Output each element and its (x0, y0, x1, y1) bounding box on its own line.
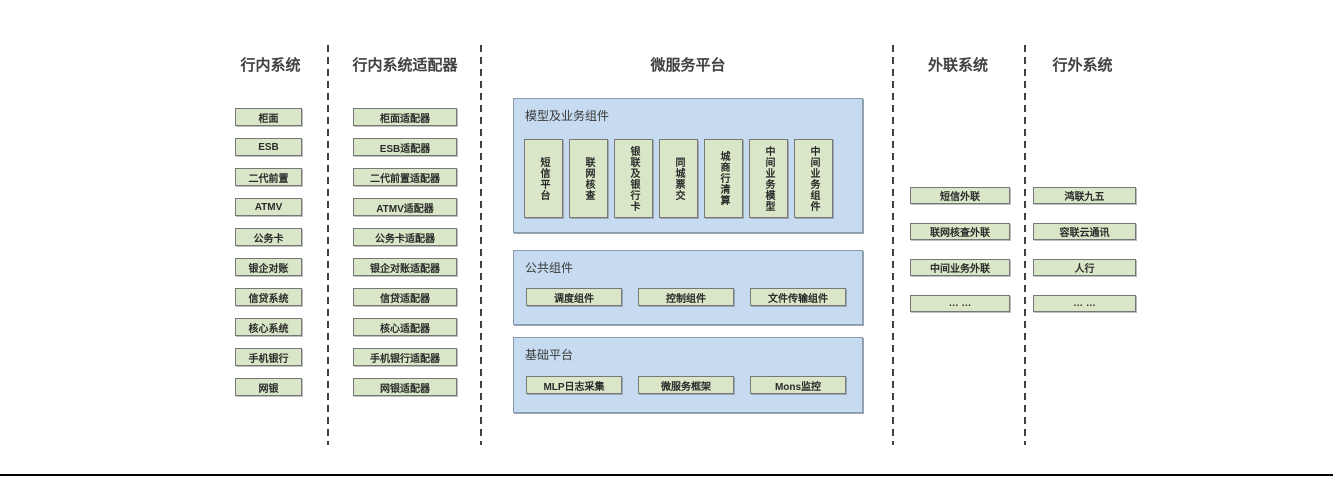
column-divider-4 (1024, 45, 1026, 445)
column-header-outside-systems: 行外系统 (1052, 57, 1113, 74)
system-box: 手机银行适配器 (353, 348, 457, 366)
system-box: 短信外联 (910, 187, 1010, 204)
component-box: 调度组件 (526, 288, 622, 306)
component-box: 控制组件 (638, 288, 734, 306)
panel-items-2: MLP日志采集微服务框架 Mons监控 (526, 376, 846, 394)
system-box: ATMV适配器 (353, 198, 457, 216)
system-box: 银企对账适配器 (353, 258, 457, 276)
panel-title: 基础平台 (525, 348, 574, 362)
system-box: 公务卡适配器 (353, 228, 457, 246)
system-box: … … (1033, 295, 1136, 312)
panel-base-platform: 基础平台 MLP日志采集微服务框架 Mons监控 (513, 337, 863, 413)
component-box: 联网核查 (569, 139, 608, 218)
component-box: Mons监控 (750, 376, 846, 394)
component-box: 城商行清算 (704, 139, 743, 218)
column-items-1: 柜面适配器 ESB适配器二代前置适配器 ATMV适配器公务卡适配器银企对账适配器信贷… (353, 108, 457, 396)
panel-title: 模型及业务组件 (525, 109, 610, 123)
panel-items-1: 调度组件控制组件文件传输组件 (526, 288, 846, 306)
system-box: 公务卡 (235, 228, 302, 246)
system-box: 鸿联九五 (1033, 187, 1136, 204)
component-box: MLP日志采集 (526, 376, 622, 394)
bottom-rule (0, 474, 1333, 476)
system-box: 二代前置适配器 (353, 168, 457, 186)
system-box: 信贷适配器 (353, 288, 457, 306)
system-box: 人行 (1033, 259, 1136, 276)
system-box: ATMV (235, 198, 302, 216)
column-items-3: 短信外联联网核查外联中间业务外联 … … (910, 187, 1010, 312)
system-box: 手机银行 (235, 348, 302, 366)
system-box: ESB (235, 138, 302, 156)
column-header-internal-systems: 行内系统 (240, 57, 301, 74)
column-header-internal-system-adapters: 行内系统适配器 (352, 57, 458, 74)
system-box: 容联云通讯 (1033, 223, 1136, 240)
column-header-microservice-platform: 微服务平台 (650, 57, 726, 74)
system-box: 柜面适配器 (353, 108, 457, 126)
system-box: 信贷系统 (235, 288, 302, 306)
component-box: 短信平台 (524, 139, 563, 218)
system-box: … … (910, 295, 1010, 312)
column-divider-3 (892, 45, 894, 445)
system-box: 网银适配器 (353, 378, 457, 396)
system-box: 银企对账 (235, 258, 302, 276)
column-divider-2 (480, 45, 482, 445)
system-box: 核心系统 (235, 318, 302, 336)
system-box: ESB适配器 (353, 138, 457, 156)
component-box: 同城票交 (659, 139, 698, 218)
component-box: 中间业务模型 (749, 139, 788, 218)
panel-title: 公共组件 (525, 261, 574, 275)
system-box: 联网核查外联 (910, 223, 1010, 240)
panel-items-0: 短信平台联网核查银联及银行卡同城票交城商行清算中间业务模型中间业务组件 (524, 139, 833, 218)
component-box: 微服务框架 (638, 376, 734, 394)
panel-model-business-components: 模型及业务组件 短信平台联网核查银联及银行卡同城票交城商行清算中间业务模型中间业… (513, 98, 863, 233)
system-box: 二代前置 (235, 168, 302, 186)
system-box: 核心适配器 (353, 318, 457, 336)
panel-common-components: 公共组件 调度组件控制组件文件传输组件 (513, 250, 863, 325)
column-header-external-link-systems: 外联系统 (927, 57, 988, 74)
column-items-0: 柜面 ESB 二代前置 ATMV 公务卡银企对账信贷系统核心系统手机银行网银 (235, 108, 302, 396)
system-box: 柜面 (235, 108, 302, 126)
component-box: 银联及银行卡 (614, 139, 653, 218)
component-box: 中间业务组件 (794, 139, 833, 218)
column-items-4: 鸿联九五容联云通讯人行 … … (1033, 187, 1136, 312)
system-box: 网银 (235, 378, 302, 396)
component-box: 文件传输组件 (750, 288, 846, 306)
system-box: 中间业务外联 (910, 259, 1010, 276)
column-divider-1 (327, 45, 329, 445)
